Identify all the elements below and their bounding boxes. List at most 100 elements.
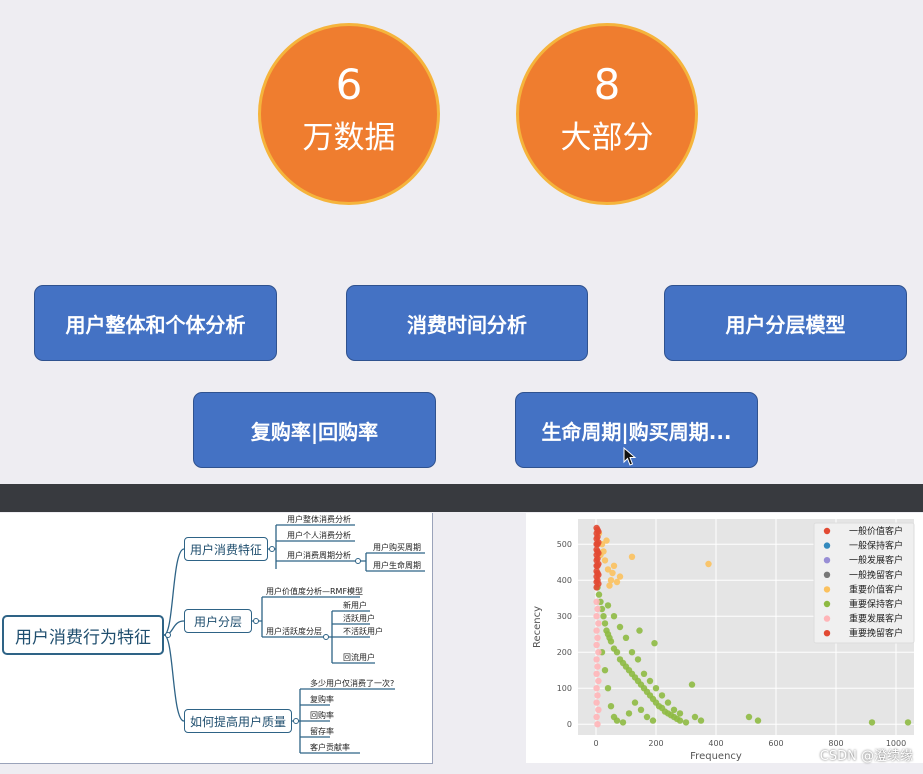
legend-label: 重要保持客户 — [849, 598, 903, 610]
slide-separator-bar — [0, 484, 923, 512]
scatter-point — [593, 627, 600, 634]
scatter-point — [593, 670, 600, 677]
mindmap-branch: 如何提高用户质量 — [184, 709, 292, 733]
mindmap-branch: 用户消费特征 — [184, 537, 268, 561]
scatter-point — [670, 706, 678, 713]
stat-label: 大部分 — [560, 120, 654, 156]
mindmap-panel: 用户消费行为特征 用户消费特征 用户分层 如何提高用户质量 用户整体消费分析 用… — [0, 513, 433, 764]
scatter-point — [697, 717, 705, 724]
scatter-point — [691, 713, 699, 721]
scatter-point — [658, 692, 666, 699]
legend-box — [813, 522, 915, 644]
x-tick-label: 1000 — [886, 739, 906, 748]
scatter-point — [628, 649, 636, 656]
scatter-point — [652, 685, 660, 692]
scatter-point — [676, 717, 684, 724]
scatter-point — [745, 713, 753, 721]
legend-marker — [823, 542, 831, 549]
scatter-point — [595, 560, 602, 568]
scatter-point — [595, 706, 602, 713]
scatter-point — [631, 699, 639, 706]
scatter-point — [619, 719, 627, 726]
scatter-point — [634, 656, 642, 663]
scatter-point — [593, 641, 600, 649]
y-tick-label: 400 — [557, 576, 572, 585]
topic-box-user-analysis: 用户整体和个体分析 — [34, 285, 277, 361]
scatter-point — [868, 719, 876, 726]
scatter-point — [628, 553, 636, 560]
scatter-point — [601, 667, 609, 674]
scatter-point — [649, 717, 657, 724]
legend-marker — [823, 527, 831, 535]
legend-marker — [823, 615, 831, 622]
scatter-point — [640, 670, 648, 677]
legend-marker — [823, 557, 831, 564]
scatter-point — [904, 719, 912, 726]
scatter-point — [598, 605, 606, 613]
scatter-point — [595, 571, 602, 578]
scatter-point — [595, 649, 602, 656]
topic-box-repurchase: 复购率|回购率 — [193, 392, 436, 468]
scatter-point — [643, 713, 651, 721]
mindmap-leaf: 用户购买周期 — [373, 543, 421, 552]
topic-box-layer-model: 用户分层模型 — [664, 285, 907, 361]
scatter-point — [603, 537, 610, 544]
legend-label: 一般发展客户 — [849, 554, 903, 566]
scatter-point — [607, 577, 615, 584]
mindmap-leaf: 多少用户仅消费了一次? — [310, 679, 395, 688]
scatter-point — [594, 721, 601, 728]
scatter-point — [595, 620, 602, 627]
scatter-point — [593, 713, 600, 721]
scatter-point — [594, 533, 601, 541]
scatter-point — [600, 613, 607, 620]
scatter-point — [601, 620, 609, 627]
scatter-point — [616, 573, 624, 580]
scatter-point — [607, 638, 615, 645]
scatter-point — [593, 685, 600, 692]
scatter-point — [622, 634, 630, 641]
legend-label: 一般挽留客户 — [849, 569, 903, 581]
legend-marker — [823, 630, 831, 637]
scatter-point — [595, 528, 602, 535]
scatter-point — [594, 692, 601, 699]
scatter-point — [595, 580, 602, 587]
mindmap-leaf: 客户贡献率 — [310, 743, 350, 752]
scatter-point — [616, 623, 624, 631]
scatter-point — [593, 699, 600, 706]
scatter-point — [613, 717, 621, 724]
mindmap-leaf: 用户活跃度分层 — [266, 627, 322, 636]
scatter-point — [595, 591, 603, 598]
scatter-point — [594, 663, 601, 670]
legend-label: 重要发展客户 — [849, 613, 903, 625]
mouse-cursor-icon — [623, 447, 637, 466]
mindmap-leaf: 留存率 — [310, 727, 334, 736]
stat-circle-parts: 8 大部分 — [516, 23, 698, 205]
x-tick-label: 400 — [708, 739, 723, 748]
x-tick-label: 0 — [593, 739, 598, 748]
mindmap-leaf: 回流用户 — [343, 653, 375, 662]
scatter-point — [676, 710, 684, 717]
mindmap-leaf: 用户生命周期 — [373, 561, 421, 570]
mindmap-leaf: 复购率 — [310, 695, 334, 704]
legend-label: 重要价值客户 — [849, 583, 903, 595]
scatter-point — [613, 649, 621, 656]
stat-label: 万数据 — [302, 120, 396, 156]
mindmap-leaf: 活跃用户 — [343, 614, 375, 623]
scatter-point — [607, 703, 615, 710]
scatter-point — [664, 699, 672, 706]
scatter-point — [594, 634, 601, 641]
scatter-point — [606, 582, 613, 589]
x-axis-label: Frequency — [690, 751, 742, 762]
scatter-point — [604, 602, 612, 609]
mindmap-branch: 用户分层 — [184, 609, 252, 633]
scatter-point — [594, 605, 601, 613]
scatter-point — [593, 613, 600, 620]
scatter-point — [609, 569, 616, 577]
scatter-point — [688, 681, 696, 688]
scatter-point — [637, 706, 645, 713]
stat-circle-data: 6 万数据 — [258, 23, 440, 205]
y-axis-label: Recency — [532, 606, 543, 648]
stat-number: 8 — [593, 60, 621, 109]
topic-box-lifecycle: 生命周期|购买周期... — [515, 392, 758, 468]
mindmap-leaf: 用户个人消费分析 — [287, 531, 351, 540]
